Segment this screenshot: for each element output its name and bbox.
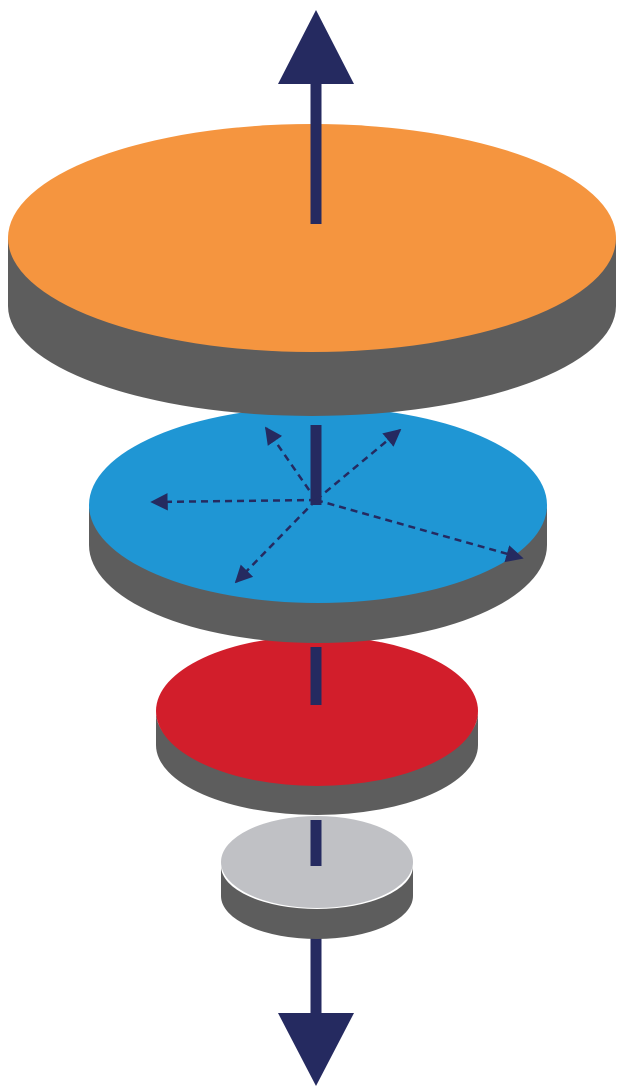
red-disc xyxy=(156,636,478,815)
gray-disc xyxy=(221,816,413,939)
arrow-down-icon xyxy=(278,938,354,1086)
blue-disc xyxy=(89,407,547,643)
